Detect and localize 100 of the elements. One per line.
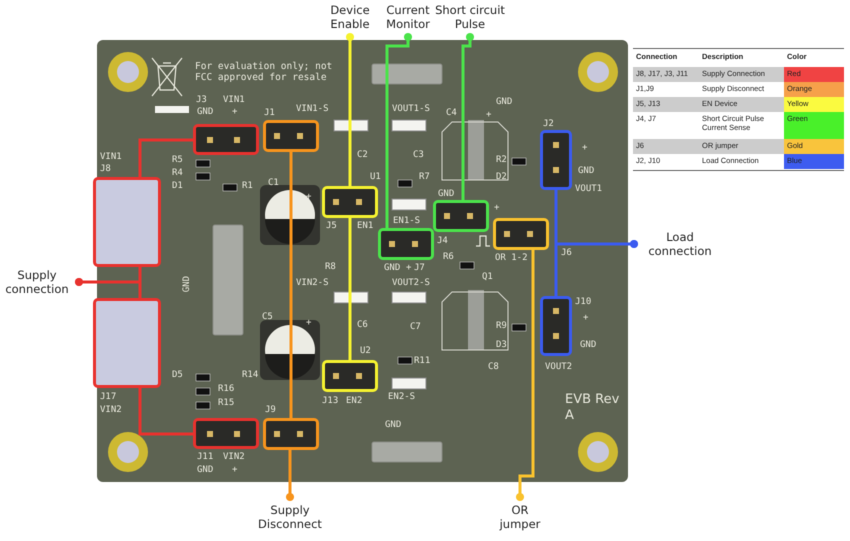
silkscreen-label: R11 (414, 356, 430, 366)
silkscreen-label: C5 (262, 312, 273, 322)
silkscreen-label: R1 (242, 181, 253, 191)
silkscreen-label: R4 (172, 168, 183, 178)
silkscreen-label: EN1-S (393, 216, 420, 226)
connection-line (138, 388, 193, 436)
silkscreen-label: + (232, 465, 238, 475)
silkscreen-label: R9 (496, 321, 507, 331)
board-marking: EVB Rev A (565, 392, 620, 424)
connection-line (138, 138, 193, 177)
silkscreen-label: J10 (575, 297, 592, 307)
silkscreen-label: VOUT1 (575, 184, 602, 194)
silkscreen-label: VIN1 (100, 152, 122, 162)
silkscreen-label: C4 (446, 108, 457, 118)
silkscreen-label: GND (197, 107, 214, 117)
pin-header (263, 120, 319, 152)
pin-header (540, 130, 572, 190)
usb-connector (93, 177, 161, 267)
silkscreen-label: GND (197, 465, 214, 475)
pin-header (322, 360, 378, 392)
silkscreen-label: R5 (172, 155, 183, 165)
pin-header (193, 418, 259, 449)
silkscreen-label: VIN2 (100, 405, 122, 415)
leader-line (386, 32, 412, 228)
silkscreen-label: GND (384, 263, 400, 273)
silkscreen-label: R8 (325, 262, 336, 272)
silkscreen-label: J1 (264, 108, 275, 118)
silkscreen-label: EN2 (346, 396, 362, 406)
silkscreen-label: J9 (265, 405, 276, 415)
silkscreen-label: EN1 (357, 221, 374, 231)
silkscreen-label: C1 (268, 178, 279, 188)
silkscreen-label: GND (578, 166, 594, 176)
leader-line (74, 278, 142, 298)
silkscreen-label: VIN2 (223, 452, 245, 462)
silkscreen-label: J11 (197, 452, 214, 462)
silkscreen-label: + (486, 110, 492, 120)
silkscreen-label: GND (580, 340, 596, 350)
pin-header (322, 186, 378, 218)
pin-header (493, 218, 549, 250)
silkscreen-label: U2 (360, 346, 371, 356)
silkscreen-label: J17 (100, 392, 116, 402)
silkscreen-label: J13 (322, 396, 338, 406)
silkscreen-label: + (232, 107, 238, 117)
pin-header (540, 296, 572, 356)
silkscreen-label: VIN1-S (296, 104, 329, 114)
silkscreen-label: C6 (357, 320, 368, 330)
callout-label: Supply Disconnect (258, 503, 322, 531)
leader-line (346, 32, 354, 186)
silkscreen-label: J2 (543, 119, 554, 129)
silkscreen-label: GND (182, 276, 192, 292)
silkscreen-label: GND (496, 97, 512, 107)
silkscreen-label: GND (438, 189, 454, 199)
silkscreen-label: VIN2-S (296, 278, 329, 288)
silkscreen-label: + (583, 313, 588, 323)
pin-header (378, 228, 434, 260)
callout-label: Supply connection (1, 268, 73, 296)
silkscreen-label: R2 (496, 155, 507, 165)
leader-line (462, 32, 474, 200)
silkscreen-label: C2 (357, 150, 368, 160)
usb-connector (93, 298, 161, 388)
silkscreen-label: J6 (561, 248, 572, 258)
silkscreen-label: + (582, 143, 588, 153)
silkscreen-label: J4 (437, 236, 448, 246)
silkscreen-label: J3 (196, 95, 207, 105)
silkscreen-label: C3 (413, 150, 424, 160)
pin-header (433, 200, 489, 232)
pin-header (193, 124, 259, 155)
silkscreen-label: GND (385, 420, 402, 430)
silkscreen-label: VOUT2 (545, 362, 572, 372)
silkscreen-label: R6 (443, 252, 454, 262)
silkscreen-label: R7 (419, 172, 430, 182)
silkscreen-label: D2 (496, 172, 507, 182)
warning-note: For evaluation only; not FCC approved for resale (195, 61, 334, 83)
leader-line (554, 240, 638, 296)
callout-label: Device Enable (320, 3, 380, 31)
callout-label: Load connection (640, 230, 720, 258)
silkscreen-label: Q1 (482, 272, 493, 282)
silkscreen-label: U1 (370, 172, 381, 182)
connection-line (290, 152, 292, 418)
silkscreen-label: VOUT1-S (392, 104, 430, 114)
silkscreen-label: D3 (496, 340, 507, 350)
callout-label: OR jumper (496, 503, 544, 531)
silkscreen-label: EN2-S (388, 392, 416, 402)
silkscreen-label: R16 (218, 384, 234, 394)
pin-header (263, 418, 319, 450)
silkscreen-label: J7 (414, 263, 425, 273)
connection-line (348, 218, 352, 360)
silkscreen-label: R14 (242, 370, 258, 380)
silkscreen-label: OR 1-2 (495, 253, 528, 263)
silkscreen-label: VIN1 (223, 95, 245, 105)
silkscreen-label: + (306, 318, 312, 328)
silkscreen-label: + (406, 263, 412, 273)
silkscreen-label: VOUT2-S (392, 278, 430, 288)
silkscreen-label: J5 (326, 221, 337, 231)
silkscreen-label: D1 (172, 181, 183, 191)
silkscreen-label: C8 (488, 362, 499, 372)
leader-line (516, 250, 534, 502)
leader-line (286, 450, 294, 502)
silkscreen-label: D5 (172, 370, 183, 380)
silkscreen-label: J8 (100, 164, 111, 174)
